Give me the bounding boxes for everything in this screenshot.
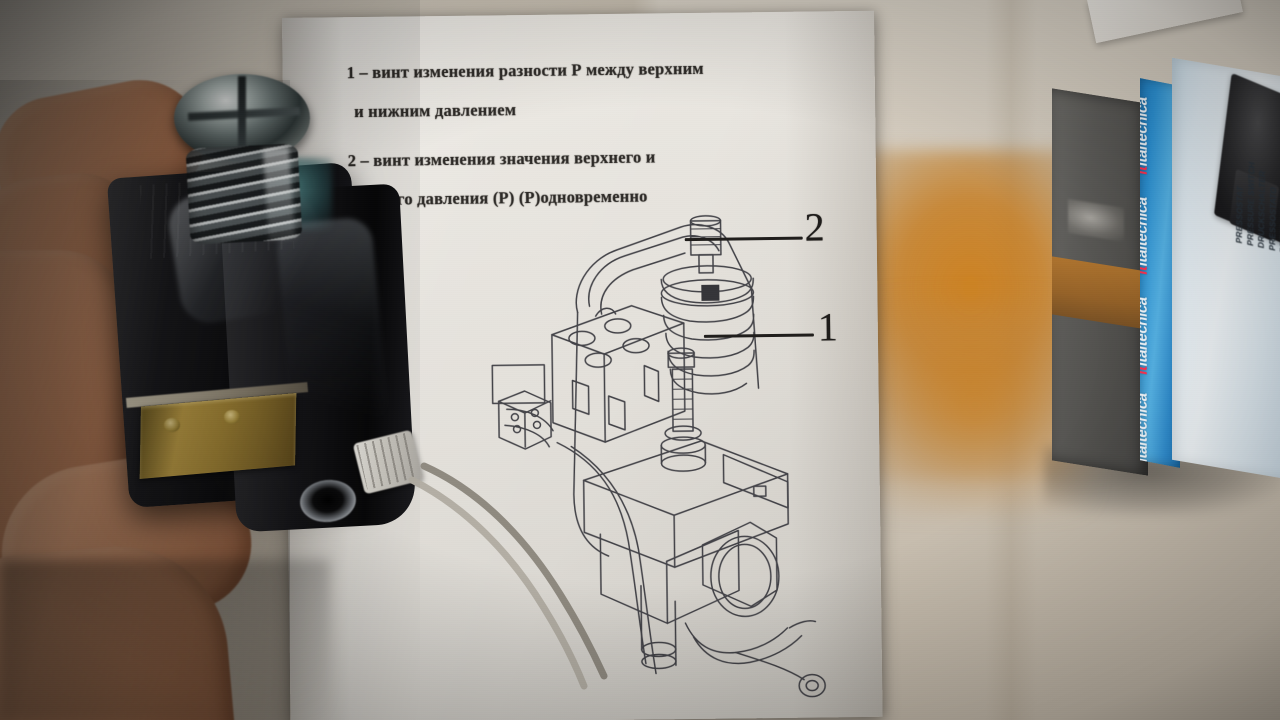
diagram-sheet: 1 – винт изменения разности Р между верх… (282, 10, 883, 720)
callout-2: 2 (804, 204, 825, 250)
product-box: ititaltecnica ititaltecnica ititaltecnic… (1044, 57, 1280, 516)
callout-2-label: 2 (804, 204, 825, 250)
box-brand-3: italtecnica (1140, 295, 1151, 368)
callout-1: 1 (817, 304, 839, 350)
box-side-panel: PRESSOSTAT PRESSURE SWITCH DRUCKSCHALTER… (1172, 57, 1280, 481)
box-logo-blob (1068, 198, 1124, 242)
box-brand-2: italtecnica (1140, 195, 1151, 268)
desk-shadow (0, 560, 330, 720)
brass-screw-left (164, 418, 180, 432)
callout-1-label: 1 (817, 304, 839, 350)
pressure-switch-device (78, 38, 608, 690)
box-brand-1: italtecnica (1140, 95, 1151, 168)
amber-reflection-secondary (860, 300, 1090, 510)
brass-terminal-plate (139, 393, 297, 479)
screw-slot-vertical (238, 76, 246, 160)
pressure-switch-line-drawing (484, 191, 870, 716)
box-orange-band (1052, 256, 1148, 330)
brass-screw-right (224, 410, 240, 424)
box-language-list: PRESSOSTAT PRESSURE SWITCH DRUCKSCHALTER… (1234, 146, 1280, 254)
switch-cable (408, 462, 608, 690)
box-front-panel (1052, 88, 1148, 476)
box-brand-4: italtecnica (1140, 391, 1151, 464)
